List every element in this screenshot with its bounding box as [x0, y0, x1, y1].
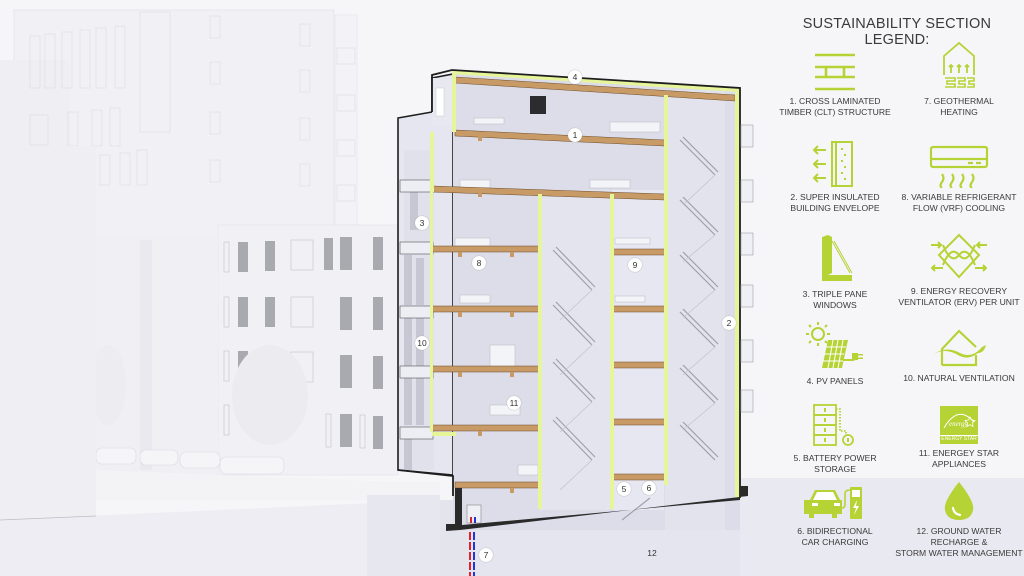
ev-charging-icon — [804, 487, 862, 519]
background-building-right — [90, 224, 399, 478]
water-drop-icon — [944, 482, 974, 520]
section-building — [397, 69, 754, 576]
legend-item-energy-star: energy ENERGY STAR 11. ENERGEY STAR APPL… — [894, 406, 1024, 470]
legend-item-clt: 1. CROSS LAMINATED TIMBER (CLT) STRUCTUR… — [770, 50, 900, 118]
legend-label-energy-star: 11. ENERGEY STAR APPLIANCES — [918, 448, 1000, 469]
callout-10[interactable]: 10 — [415, 336, 429, 350]
legend-panel: SUSTAINABILITY SECTION LEGEND: 1. CROSS … — [770, 0, 1024, 576]
balconies — [740, 124, 754, 413]
solar-panel-icon — [806, 322, 863, 369]
window-frame-icon — [822, 235, 853, 281]
callout-12[interactable]: 12 — [647, 548, 657, 558]
svg-text:energy: energy — [949, 420, 969, 428]
callout-6[interactable]: 6 — [642, 481, 656, 495]
legend-label-erv: 9. ENERGY RECOVERY VENTILATOR (ERV) PER … — [898, 286, 1020, 307]
callout-2[interactable]: 2 — [722, 316, 736, 330]
air-conditioner-icon — [929, 145, 989, 188]
energy-star-icon: energy ENERGY STAR — [940, 406, 978, 444]
geothermal-house-icon — [943, 41, 975, 88]
insulated-wall-icon — [812, 141, 853, 187]
legend-label-windows: 3. TRIPLE PANE WINDOWS — [802, 289, 868, 310]
legend-label-pv: 4. PV PANELS — [806, 376, 864, 386]
battery-storage-icon — [813, 404, 854, 446]
geothermal-pipes — [469, 517, 476, 576]
legend-title: SUSTAINABILITY SECTION LEGEND: — [802, 16, 992, 48]
legend-label-water: 12. GROUND WATER RECHARGE & STORM WATER … — [895, 526, 1023, 558]
house-wind-icon — [932, 329, 986, 367]
ground-plane — [0, 296, 96, 520]
legend-label-envelope: 2. SUPER INSULATED BUILDING ENVELOPE — [790, 192, 880, 213]
legend-item-water: 12. GROUND WATER RECHARGE & STORM WATER … — [894, 480, 1024, 559]
legend-label-vrf: 8. VARIABLE REFRIGERANT FLOW (VRF) COOLI… — [901, 192, 1017, 213]
legend-item-geothermal: 7. GEOTHERMAL HEATING — [894, 40, 1024, 118]
foundation — [446, 486, 748, 531]
energy-star-text: ENERGY STAR — [940, 435, 978, 442]
legend-item-envelope: 2. SUPER INSULATED BUILDING ENVELOPE — [770, 140, 900, 214]
callout-11[interactable]: 11 — [507, 396, 521, 410]
legend-item-pv: 4. PV PANELS — [770, 320, 900, 387]
insulated-envelope — [430, 70, 740, 509]
legend-label-ventilation: 10. NATURAL VENTILATION — [903, 373, 1015, 383]
legend-item-windows: 3. TRIPLE PANE WINDOWS — [770, 233, 900, 311]
legend-item-battery: 5. BATTERY POWER STORAGE — [770, 403, 900, 475]
callout-4[interactable]: 4 — [568, 70, 582, 84]
callout-3[interactable]: 3 — [415, 216, 429, 230]
callout-7[interactable]: 7 — [479, 548, 493, 562]
callout-9[interactable]: 9 — [628, 258, 642, 272]
callout-8[interactable]: 8 — [472, 256, 486, 270]
legend-label-geothermal: 7. GEOTHERMAL HEATING — [924, 96, 994, 117]
legend-item-ventilation: 10. NATURAL VENTILATION — [894, 325, 1024, 384]
callout-1[interactable]: 1 — [568, 128, 582, 142]
legend-item-ev: 6. BIDIRECTIONAL CAR CHARGING — [770, 484, 900, 548]
legend-item-erv: 9. ENERGY RECOVERY VENTILATOR (ERV) PER … — [894, 232, 1024, 308]
legend-item-vrf: 8. VARIABLE REFRIGERANT FLOW (VRF) COOLI… — [894, 144, 1024, 214]
legend-label-battery: 5. BATTERY POWER STORAGE — [793, 453, 877, 474]
legend-label-ev: 6. BIDIRECTIONAL CAR CHARGING — [797, 526, 873, 547]
erv-diamond-icon — [930, 233, 988, 279]
callout-5[interactable]: 5 — [617, 482, 631, 496]
legend-label-clt: 1. CROSS LAMINATED TIMBER (CLT) STRUCTUR… — [779, 96, 891, 117]
clt-layers-icon — [815, 53, 855, 91]
